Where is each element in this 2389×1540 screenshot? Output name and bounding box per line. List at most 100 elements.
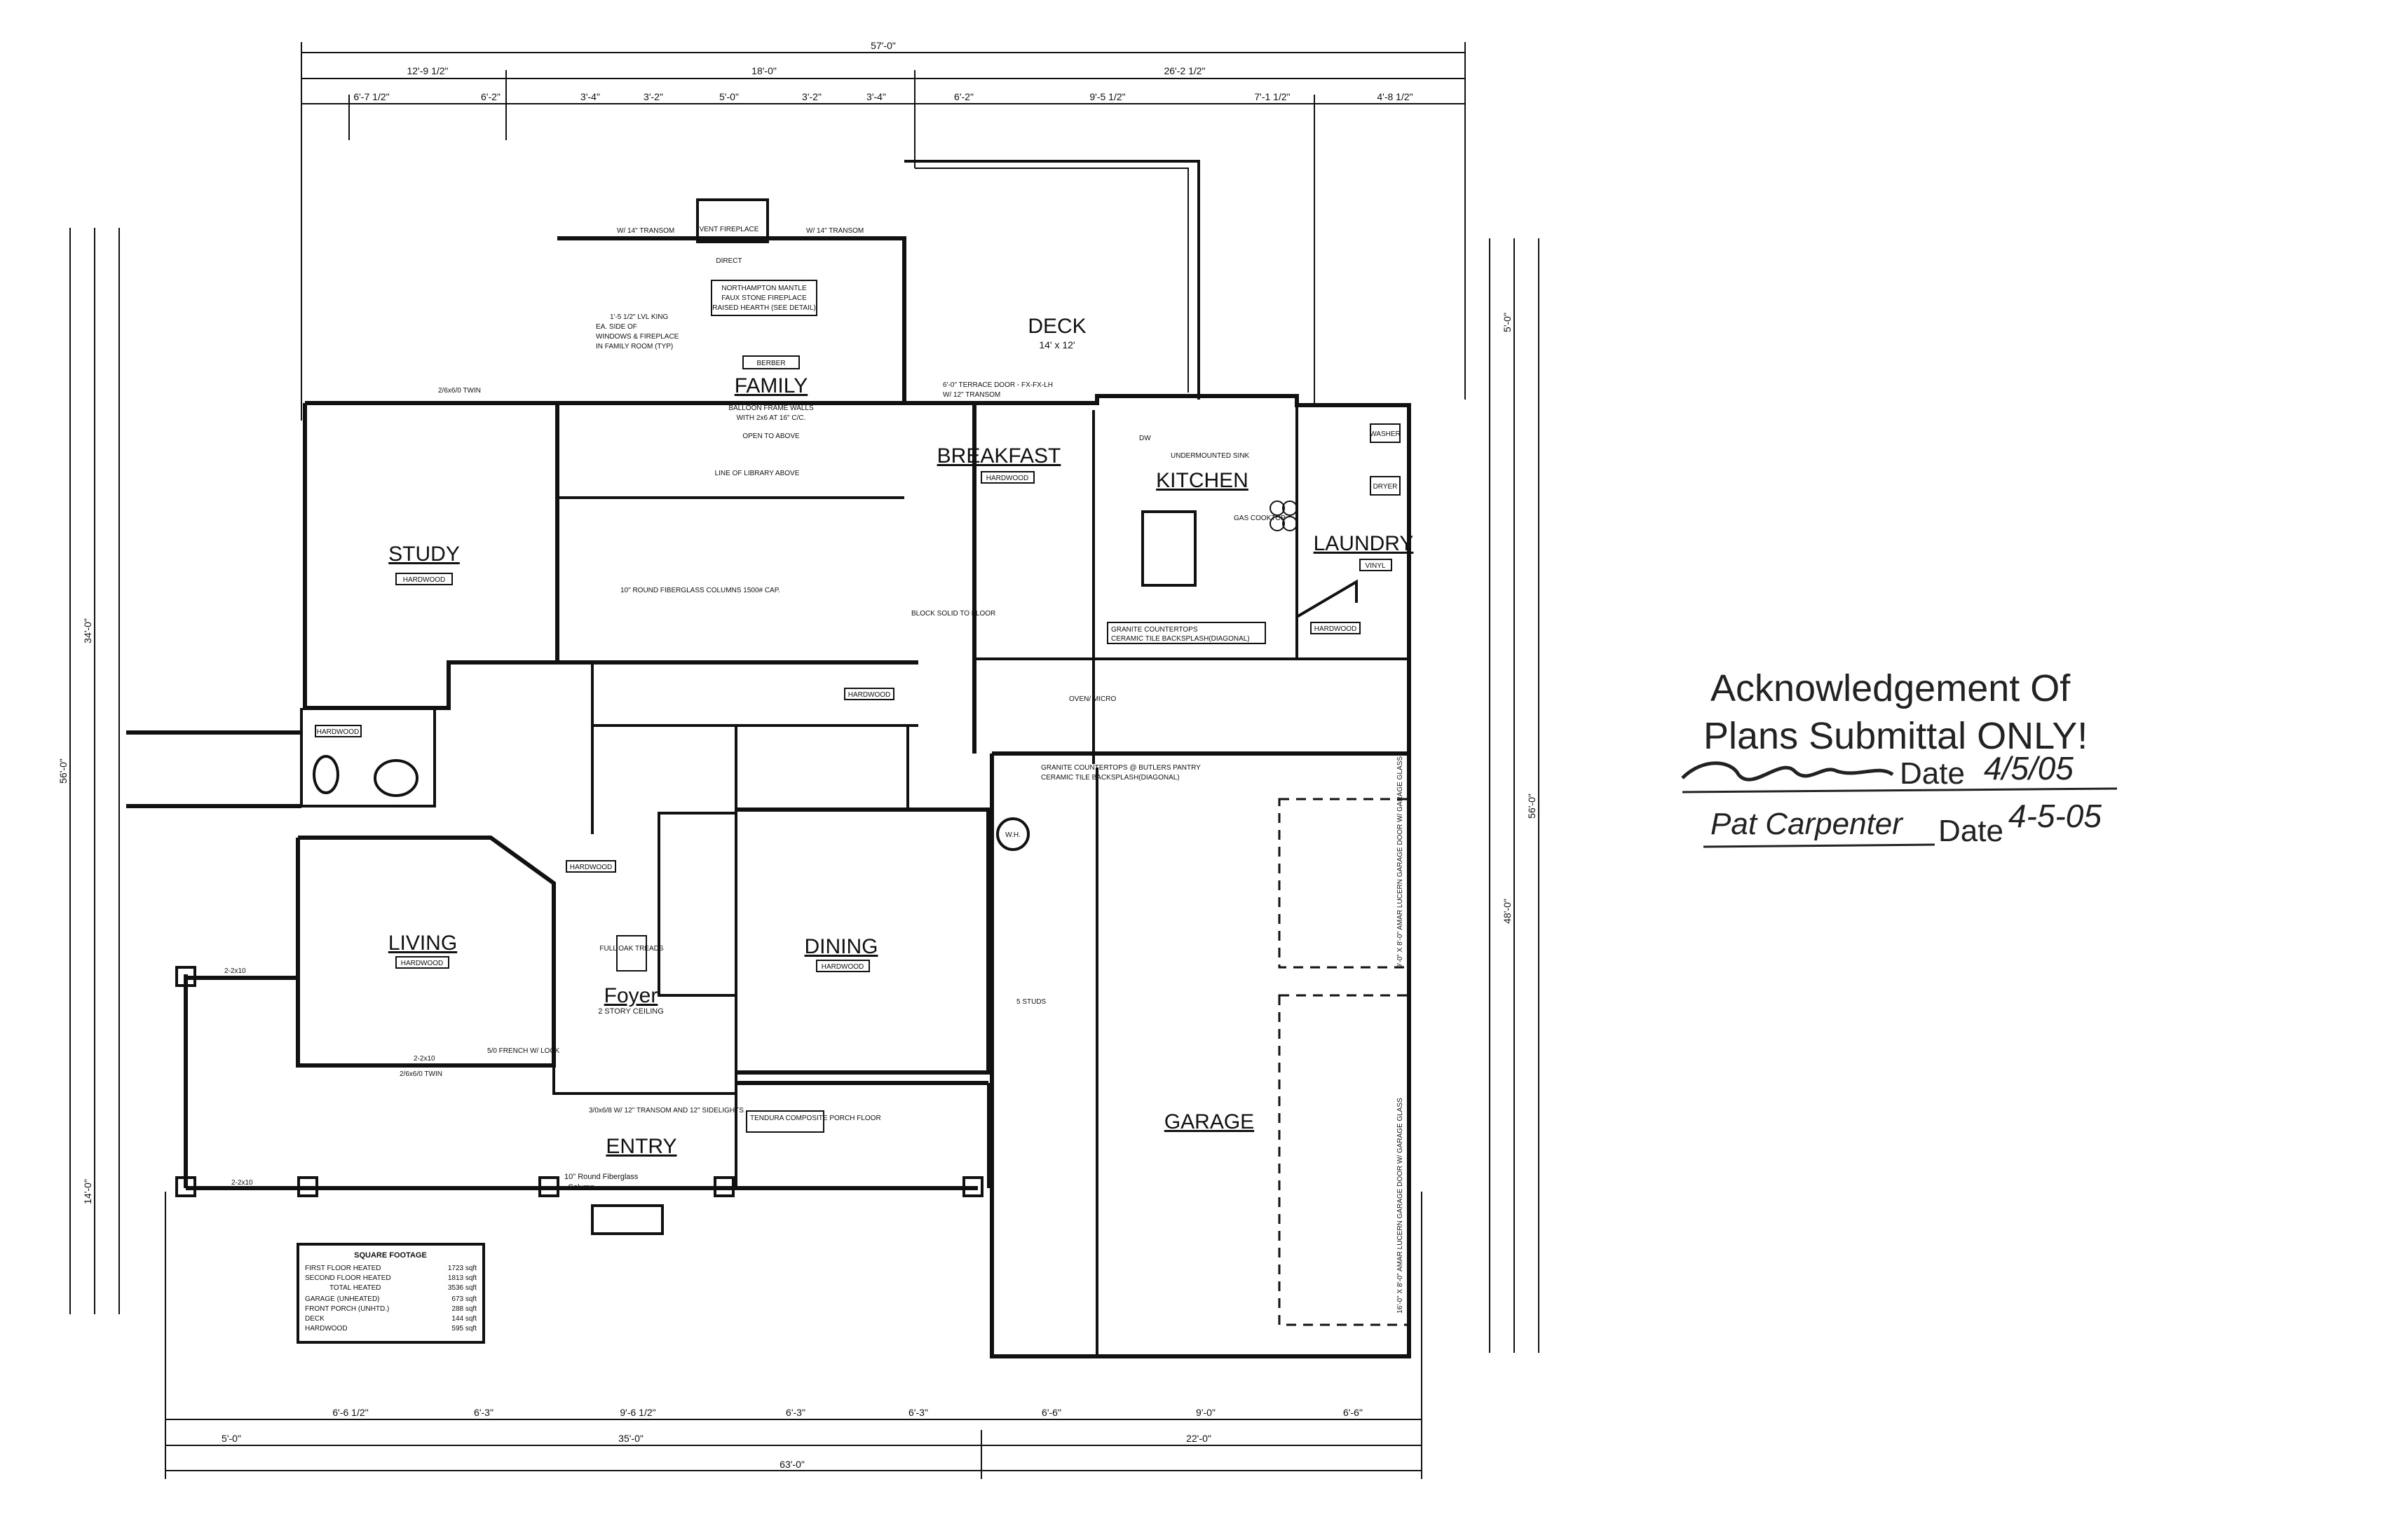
note-butler-1: GRANITE COUNTERTOPS @ BUTLERS PANTRY [1041,764,1201,772]
dim-bot-r1-2: 9'-6 1/2" [620,1407,655,1418]
note-beam-porch: 2-2x10 [224,967,246,975]
note-granite-2: CERAMIC TILE BACKSPLASH(DIAGONAL) [1111,635,1250,643]
signature-1 [1681,761,1894,782]
tag-dining-hardwood: HARDWOOD [822,963,864,971]
note-beam-living: 2-2x10 [414,1055,435,1063]
stamp-date-label-1: Date [1900,756,1965,791]
sqft-row-1-value: 1813 sqft [448,1274,477,1282]
note-entry-door: 3/0x6/8 W/ 12" TRANSOM AND 12" SIDELIGHT… [589,1107,744,1115]
room-entry: ENTRY [606,1135,676,1158]
dim-left-overall: 56'-0" [57,758,69,784]
dim-top-r2-9: 7'-1 1/2" [1254,91,1290,102]
note-studs: 5 STUDS [1016,998,1047,1006]
note-family-walls: BALLOON FRAME WALLS [728,404,814,412]
room-garage: GARAGE [1164,1110,1254,1133]
stamp-date-1: 4/5/05 [1984,750,2074,786]
side-dimension-labels: 56'-0" 34'-0" 14'-0" 56'-0" 48'-0" 5'-0" [57,313,1537,1204]
bottom-dimension-lines [165,1192,1422,1479]
tag-hall-hardwood: HARDWOOD [1314,625,1357,633]
dim-top-r2-10: 4'-8 1/2" [1377,91,1413,102]
room-foyer: Foyer [604,984,658,1007]
note-beam-porch-2: 2-2x10 [231,1179,253,1187]
note-mantle-3: RAISED HEARTH (SEE DETAIL) [712,304,815,312]
floor-tags: BERBER HARDWOOD HARDWOOD VINYL HARDWOOD … [315,355,1392,972]
side-dimension-lines [69,228,1539,1353]
square-footage-table: SQUARE FOOTAGE FIRST FLOOR HEATED 1723 s… [297,1243,485,1344]
note-family-studs: WITH 2x6 AT 16" C/C. [737,414,806,422]
dim-top-3: 26'-2 1/2" [1164,65,1205,76]
note-transom-left: W/ 14" TRANSOM [617,227,674,235]
dim-bot-r1-0: 6'-6 1/2" [332,1407,368,1418]
tag-living-hardwood: HARDWOOD [401,960,444,967]
note-garage-door-2: 9'-0" X 8'-0" AMAR LUCERN GARAGE DOOR W/… [1396,756,1404,968]
dim-top-r2-6: 3'-4" [866,91,886,102]
dim-left-2: 34'-0" [82,618,93,643]
dim-top-r2-7: 6'-2" [954,91,974,102]
dim-left-3: 14'-0" [82,1179,93,1204]
dim-top-r2-4: 5'-0" [719,91,739,102]
note-gas: GAS COOKTOP [1234,515,1286,522]
tag-bath-hardwood: HARDWOOD [317,728,360,736]
dim-right-2: 48'-0" [1502,899,1513,924]
note-lvl-1: 1'-5 1/2" LVL KING [610,313,668,321]
sqft-row-6-label: HARDWOOD [305,1325,348,1333]
top-dimension-lines [301,42,1466,421]
signature-2: Pat Carpenter [1710,807,1904,841]
note-terrace: 6'-0" TERRACE DOOR - FX-FX-LH [943,381,1053,389]
note-direct: DIRECT [716,257,742,265]
dim-top-r2-1: 6'-2" [481,91,501,102]
note-block: BLOCK SOLID TO FLOOR [911,610,995,618]
note-french: 5/0 FRENCH W/ LOCK [487,1047,560,1055]
dim-bot-r1-1: 6'-3" [474,1407,494,1418]
sqft-row-5-label: DECK [305,1315,325,1323]
note-column-2: Column [568,1183,594,1192]
note-fireplace: VENT FIREPLACE [700,226,759,233]
tag-breakfast-hardwood: HARDWOOD [986,475,1029,482]
note-porch: TENDURA COMPOSITE PORCH FLOOR [750,1115,881,1122]
room-family: FAMILY [735,374,808,397]
note-columns: 10" ROUND FIBERGLASS COLUMNS 1500# CAP. [620,587,780,594]
note-garage-door-1: 16'-0" X 8'-0" AMAR LUCERN GARAGE DOOR W… [1396,1098,1404,1314]
note-lvl-2: EA. SIDE OF [596,323,637,331]
dim-bot-r1-7: 6'-6" [1343,1407,1363,1418]
note-wh: W.H. [1005,831,1021,839]
sqft-row-0-value: 1723 sqft [448,1265,477,1272]
room-breakfast: BREAKFAST [937,444,1061,468]
note-full-oak: FULL OAK TREADS [599,945,663,953]
tag-laundry-vinyl: VINYL [1366,562,1386,570]
note-transom-right: W/ 14" TRANSOM [806,227,864,235]
dim-overall-top: 57'-0" [871,40,896,51]
note-twin-living: 2/6x6/0 TWIN [400,1070,442,1078]
dim-bot-r2-0: 5'-0" [222,1433,241,1444]
note-lvl-4: IN FAMILY ROOM (TYP) [596,343,673,350]
note-butler-2: CERAMIC TILE BACKSPLASH(DIAGONAL) [1041,774,1180,782]
dim-bot-r1-4: 6'-3" [908,1407,928,1418]
note-granite-1: GRANITE COUNTERTOPS [1111,626,1198,634]
sqft-row-6-value: 595 sqft [451,1325,477,1333]
plan-annotations: VENT FIREPLACE DIRECT NORTHAMPTON MANTLE… [224,226,1404,1314]
stamp-date-2: 4-5-05 [2008,798,2102,834]
note-mantle-1: NORTHAMPTON MANTLE [721,285,807,292]
sqft-row-2-label: TOTAL HEATED [329,1284,381,1292]
sqft-row-5-value: 144 sqft [451,1315,477,1323]
dim-top-r2-5: 3'-2" [802,91,822,102]
foyer-note: 2 STORY CEILING [598,1007,664,1016]
note-dw: DW [1139,435,1151,442]
sqft-row-3-label: GARAGE (UNHEATED) [305,1295,380,1303]
room-living: LIVING [388,932,457,955]
note-washer: WASHER [1370,430,1401,438]
walls [126,160,1411,1358]
dim-bot-r2-2: 22'-0" [1186,1433,1211,1444]
room-study: STUDY [388,543,460,566]
room-dining: DINING [805,935,878,958]
approval-stamp: Acknowledgement Of Plans Submittal ONLY!… [1681,667,2118,848]
tag-foyer-hardwood: HARDWOOD [570,864,613,871]
dim-bot-r1-5: 6'-6" [1042,1407,1061,1418]
note-column-1: 10" Round Fiberglass [564,1173,639,1181]
dim-top-r2-3: 3'-2" [644,91,663,102]
dim-bot-r1-3: 6'-3" [786,1407,805,1418]
stamp-date-label-2: Date [1938,814,2003,848]
dim-right-overall: 56'-0" [1526,793,1537,819]
dim-top-r2-8: 9'-5 1/2" [1089,91,1125,102]
